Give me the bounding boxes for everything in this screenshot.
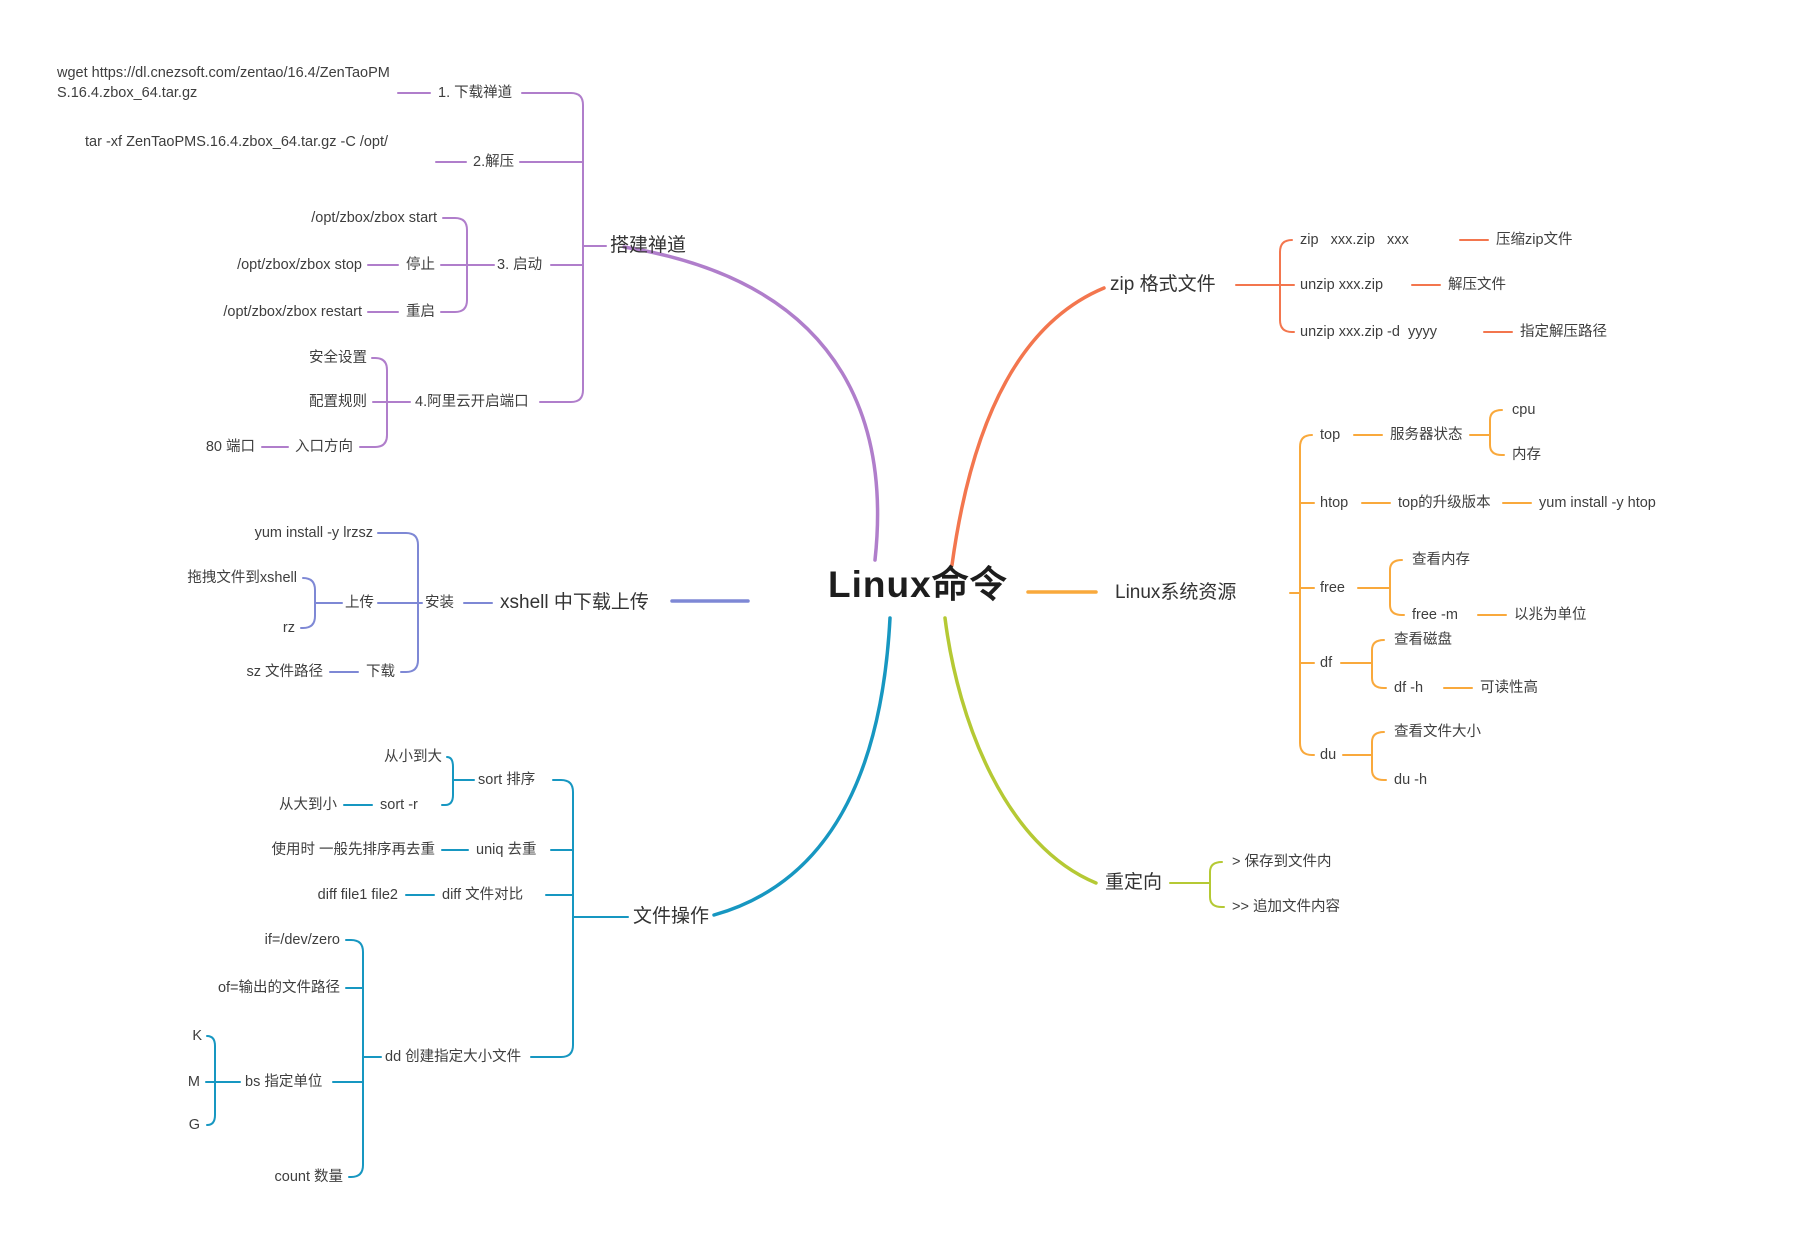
node-dd-bs[interactable]: bs 指定单位 <box>245 1074 323 1090</box>
bracket-zip-children <box>1279 239 1295 333</box>
trunk-zentao <box>622 245 880 562</box>
node-sort-desc[interactable]: 从大到小 <box>279 797 337 813</box>
node-df[interactable]: df <box>1320 655 1333 671</box>
node-zentao-download-cmd[interactable]: wget https://dl.cnezsoft.com/zentao/16.4… <box>57 65 390 101</box>
node-top-desc[interactable]: 服务器状态 <box>1390 427 1463 443</box>
bracket-redirect-children <box>1209 861 1225 908</box>
node-xshell-download[interactable]: 下载 <box>366 664 395 680</box>
node-unzipd-cmd[interactable]: unzip xxx.zip -d yyyy <box>1300 324 1437 340</box>
trunk-redirect <box>943 616 1098 885</box>
node-zentao-start-cmd[interactable]: /opt/zbox/zbox start <box>311 210 437 226</box>
node-unzipd-desc[interactable]: 指定解压路径 <box>1520 324 1607 340</box>
node-dd-count[interactable]: count 数量 <box>274 1169 344 1185</box>
node-du-h[interactable]: du -h <box>1394 772 1428 788</box>
bracket-sysres-children <box>1299 434 1315 756</box>
node-zentao-unzip[interactable]: 2.解压 <box>473 154 515 170</box>
node-zentao-stop[interactable]: 停止 <box>406 257 435 273</box>
center-topic[interactable]: Linux命令 <box>828 564 1008 605</box>
bracket-top-children <box>1489 409 1505 456</box>
node-df-h-desc[interactable]: 可读性高 <box>1480 680 1538 696</box>
node-zentao-download[interactable]: 1. 下载禅道 <box>438 85 513 101</box>
branch-sysres[interactable]: Linux系统资源 <box>1115 582 1237 603</box>
bracket-df-children <box>1371 639 1387 689</box>
branch-zentao[interactable]: 搭建禅道 <box>610 235 687 256</box>
node-zip-cmd[interactable]: zip xxx.zip xxx <box>1300 232 1409 248</box>
branch-xshell[interactable]: xshell 中下载上传 <box>500 592 649 613</box>
node-redirect-save[interactable]: > 保存到文件内 <box>1232 854 1332 870</box>
node-zentao-inbound[interactable]: 入口方向 <box>295 439 353 455</box>
bracket-bs-children <box>206 1035 216 1126</box>
node-uniq-note[interactable]: 使用时 一般先排序再去重 <box>271 842 435 858</box>
node-xshell-rz[interactable]: rz <box>282 620 295 636</box>
node-zentao-restart-cmd[interactable]: /opt/zbox/zbox restart <box>223 304 362 320</box>
bracket-zentao-children <box>521 92 584 403</box>
node-free-m-desc[interactable]: 以兆为单位 <box>1514 607 1587 623</box>
node-unit-m[interactable]: M <box>187 1074 200 1090</box>
node-free-m[interactable]: free -m <box>1412 607 1458 623</box>
node-xshell-sz[interactable]: sz 文件路径 <box>246 664 323 680</box>
node-du[interactable]: du <box>1320 747 1337 763</box>
node-xshell-upload[interactable]: 上传 <box>345 595 374 611</box>
node-dd-of[interactable]: of=输出的文件路径 <box>217 980 340 996</box>
node-redirect-append[interactable]: >> 追加文件内容 <box>1232 899 1340 915</box>
bracket-free-children <box>1389 559 1405 616</box>
node-unit-g[interactable]: G <box>188 1117 200 1133</box>
node-unit-k[interactable]: K <box>192 1028 202 1044</box>
node-uniq[interactable]: uniq 去重 <box>476 842 537 858</box>
bracket-dd-children <box>345 939 364 1178</box>
node-sort-r[interactable]: sort -r <box>380 797 418 813</box>
node-free[interactable]: free <box>1320 580 1345 596</box>
branch-fileops[interactable]: 文件操作 <box>633 906 710 927</box>
node-sort[interactable]: sort 排序 <box>478 772 536 788</box>
node-xshell-install[interactable]: 安装 <box>425 595 454 611</box>
trunk-fileops <box>712 616 892 917</box>
bracket-upload-children <box>300 577 316 629</box>
node-sort-asc[interactable]: 从小到大 <box>384 749 442 765</box>
node-zentao-unzip-cmd[interactable]: tar -xf ZenTaoPMS.16.4.zbox_64.tar.gz -C… <box>85 134 389 150</box>
node-xshell-drag[interactable]: 拖拽文件到xshell <box>187 570 297 586</box>
bracket-sort-children <box>441 756 454 806</box>
node-zentao-start[interactable]: 3. 启动 <box>497 257 543 273</box>
node-df-h[interactable]: df -h <box>1394 680 1424 696</box>
node-htop-install[interactable]: yum install -y htop <box>1539 495 1656 511</box>
node-du-desc[interactable]: 查看文件大小 <box>1394 724 1481 740</box>
node-top[interactable]: top <box>1320 427 1341 443</box>
node-zip-desc[interactable]: 压缩zip文件 <box>1496 232 1573 248</box>
node-mem[interactable]: 内存 <box>1512 447 1541 463</box>
trunk-zip <box>950 286 1106 567</box>
node-htop[interactable]: htop <box>1320 495 1349 511</box>
node-zentao-port80[interactable]: 80 端口 <box>205 439 255 455</box>
node-zentao-security[interactable]: 安全设置 <box>309 350 367 366</box>
node-htop-desc[interactable]: top的升级版本 <box>1398 495 1491 511</box>
node-zentao-restart[interactable]: 重启 <box>406 304 435 320</box>
branch-zip[interactable]: zip 格式文件 <box>1110 274 1216 295</box>
node-unzip-desc[interactable]: 解压文件 <box>1448 277 1506 293</box>
node-zentao-stop-cmd[interactable]: /opt/zbox/zbox stop <box>237 257 362 273</box>
node-free-desc[interactable]: 查看内存 <box>1412 552 1470 568</box>
node-df-desc[interactable]: 查看磁盘 <box>1394 632 1452 648</box>
bracket-du-children <box>1371 731 1387 781</box>
node-dd[interactable]: dd 创建指定大小文件 <box>385 1049 522 1065</box>
bracket-fileops-children <box>530 779 574 1058</box>
node-zentao-rules[interactable]: 配置规则 <box>309 394 367 410</box>
node-unzip-cmd[interactable]: unzip xxx.zip <box>1300 277 1384 293</box>
node-diff-cmd[interactable]: diff file1 file2 <box>317 887 398 903</box>
node-cpu[interactable]: cpu <box>1512 402 1536 418</box>
node-dd-if[interactable]: if=/dev/zero <box>264 932 340 948</box>
node-xshell-install-cmd[interactable]: yum install -y lrzsz <box>254 525 373 541</box>
node-zentao-port[interactable]: 4.阿里云开启端口 <box>415 394 529 410</box>
branch-redirect[interactable]: 重定向 <box>1105 872 1163 893</box>
node-diff[interactable]: diff 文件对比 <box>442 887 524 903</box>
